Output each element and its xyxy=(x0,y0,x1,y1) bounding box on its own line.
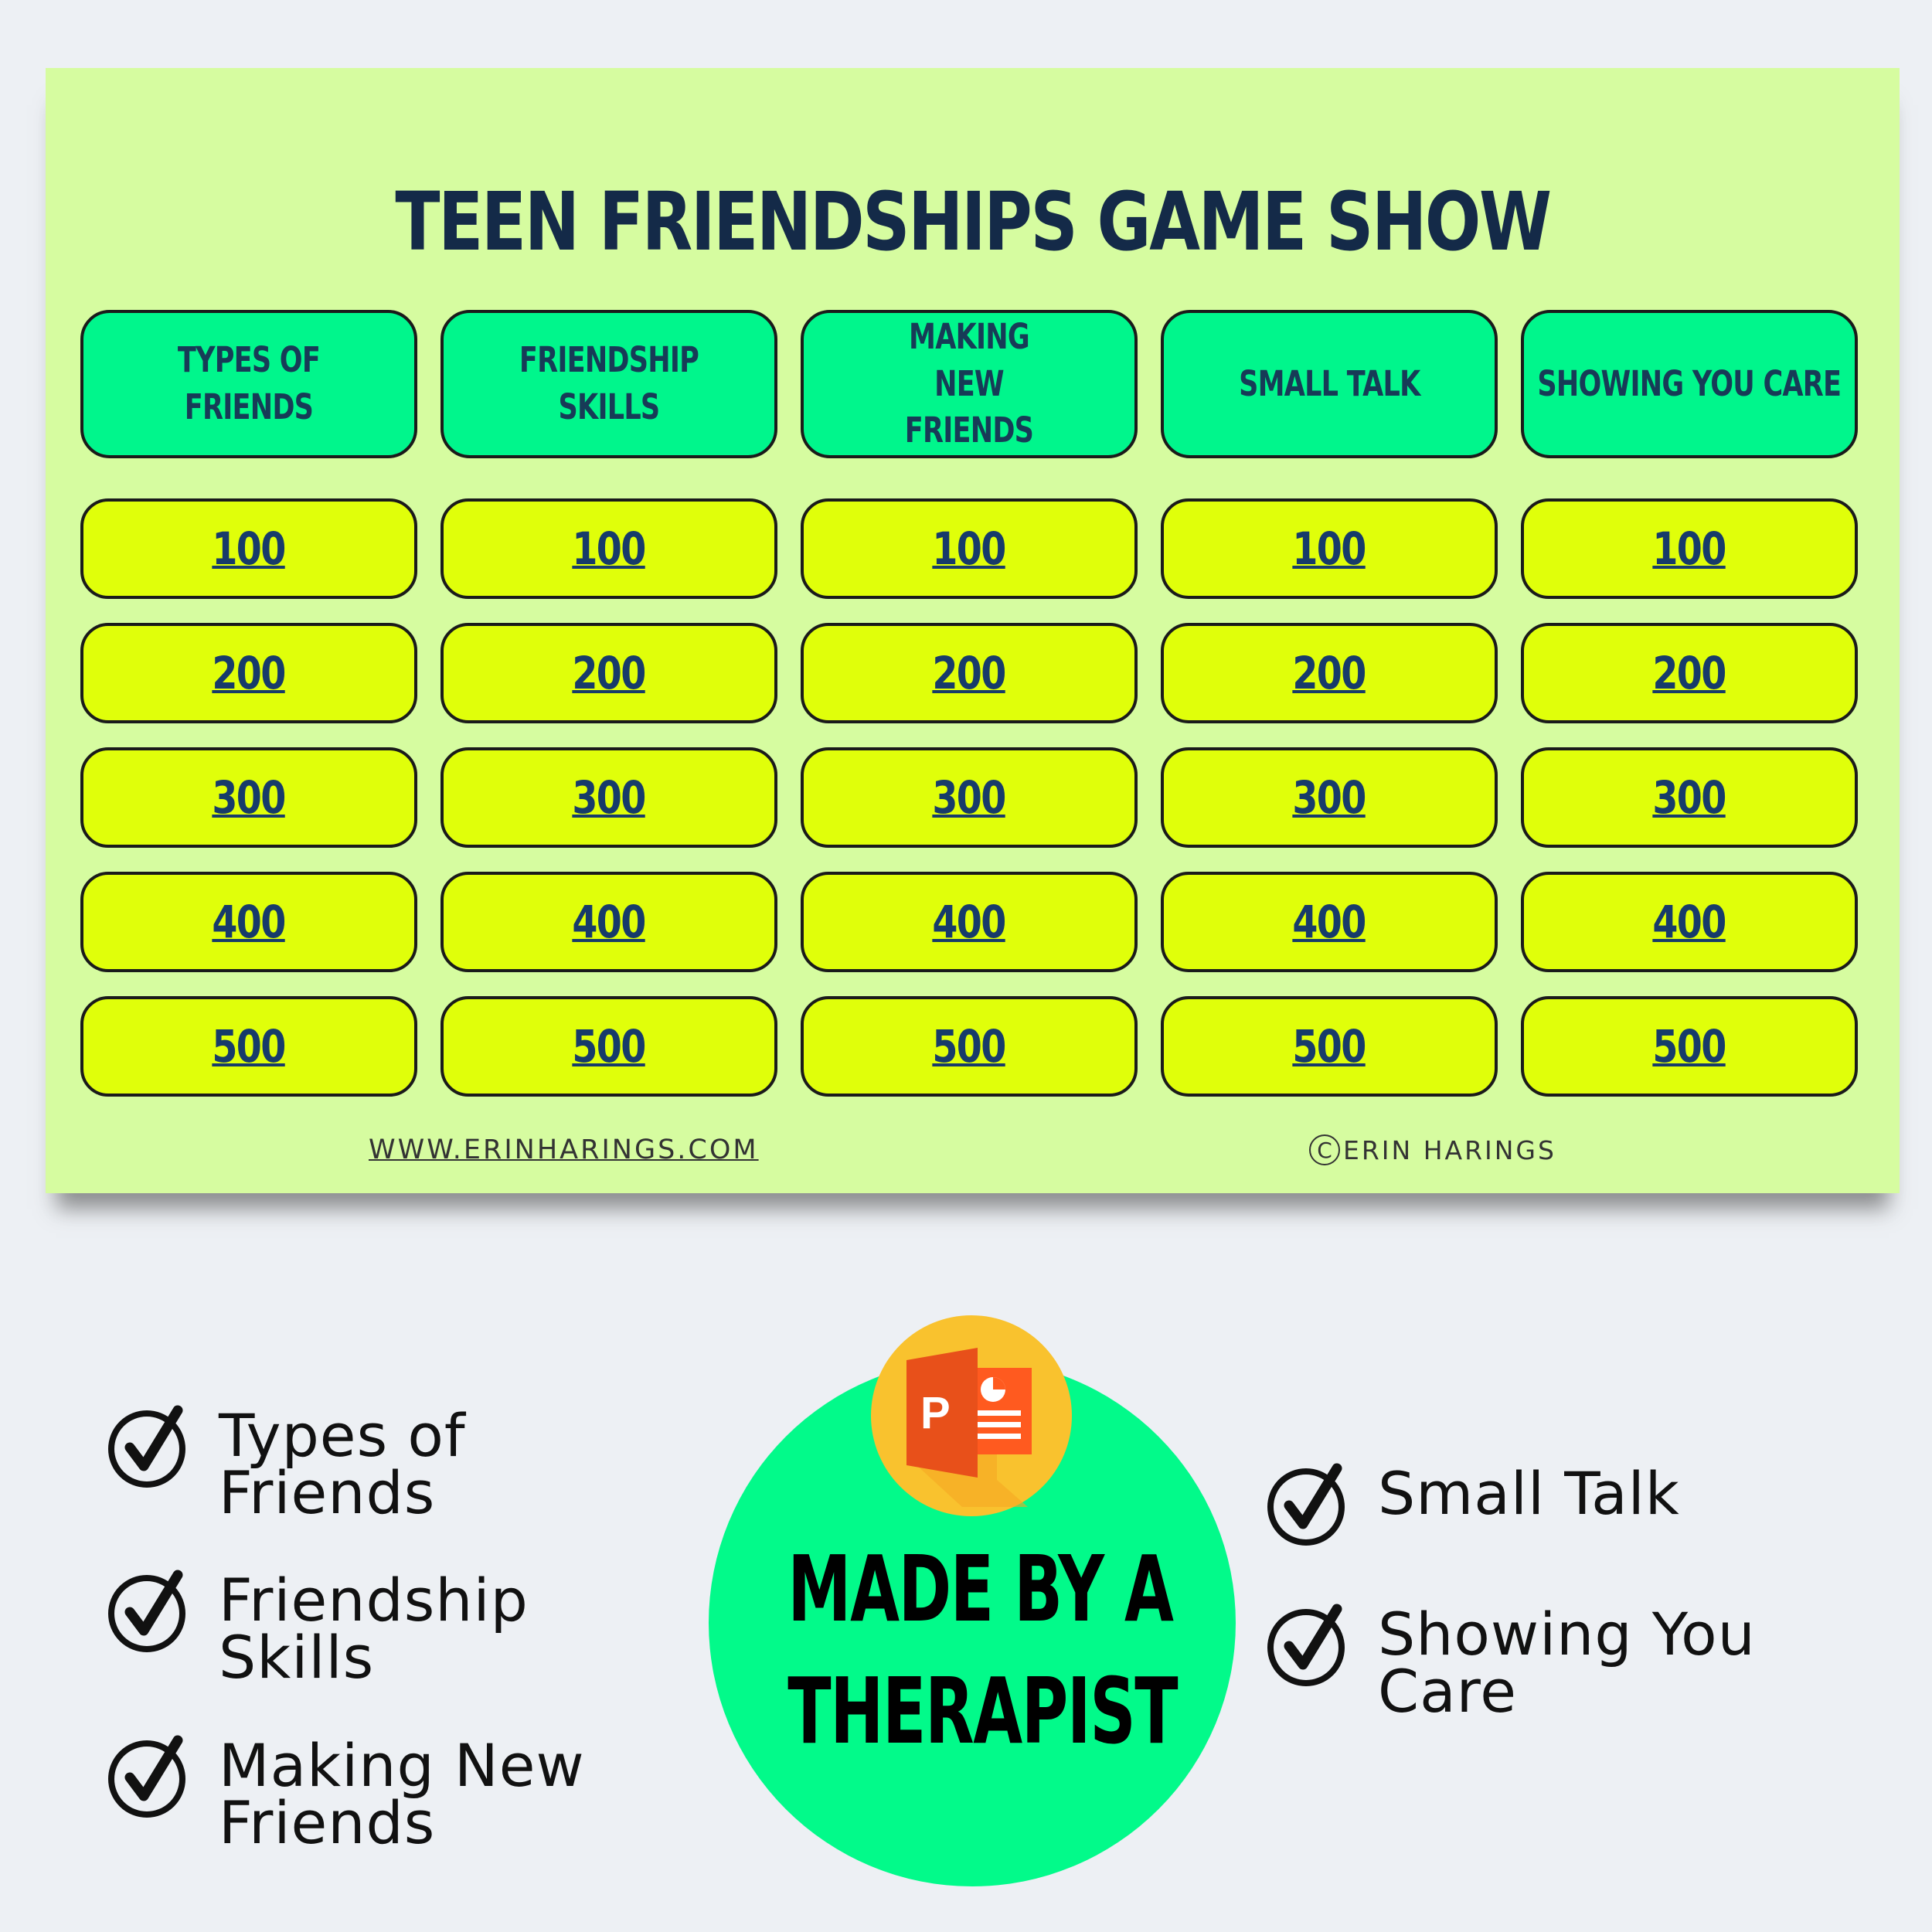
value-tile[interactable]: 200 xyxy=(80,623,417,723)
category-label: MAKING NEW FRIENDS xyxy=(904,315,1034,451)
value-tile[interactable]: 500 xyxy=(1521,996,1858,1097)
badge-text: MADE BY A THERAPIST xyxy=(709,1528,1236,1772)
value-label: 300 xyxy=(212,771,287,824)
value-tile[interactable]: 400 xyxy=(801,872,1138,972)
value-tile[interactable]: 300 xyxy=(80,747,417,848)
value-tile[interactable]: 200 xyxy=(1521,623,1858,723)
value-label: 500 xyxy=(1292,1020,1367,1073)
value-label: 200 xyxy=(1652,647,1727,699)
value-label: 200 xyxy=(572,647,647,699)
category-header[interactable]: SMALL TALK xyxy=(1161,310,1498,458)
value-label: 400 xyxy=(572,896,647,948)
value-tile[interactable]: 400 xyxy=(80,872,417,972)
value-label: 300 xyxy=(932,771,1007,824)
value-tile[interactable]: 100 xyxy=(1161,498,1498,599)
category-header[interactable]: TYPES OF FRIENDS xyxy=(80,310,417,458)
badge-line-1: MADE BY A xyxy=(787,1536,1174,1642)
website-link[interactable]: WWW.ERINHARINGS.COM xyxy=(369,1134,759,1165)
value-label: 100 xyxy=(572,522,647,575)
value-tile[interactable]: 100 xyxy=(440,498,777,599)
feature-label: Making New Friends xyxy=(219,1731,585,1857)
value-tile[interactable]: 400 xyxy=(1161,872,1498,972)
feature-item: Friendship Skills xyxy=(107,1566,651,1692)
category-column: SHOWING YOU CARE 100 200 300 400 500 xyxy=(1521,310,1858,1121)
category-column: MAKING NEW FRIENDS 100 200 300 400 500 xyxy=(801,310,1138,1121)
game-board-slide: TEEN FRIENDSHIPS GAME SHOW TYPES OF FRIE… xyxy=(46,68,1900,1193)
value-label: 400 xyxy=(212,896,287,948)
value-label: 400 xyxy=(932,896,1007,948)
badge-line-2: THERAPIST xyxy=(787,1658,1178,1764)
value-label: 100 xyxy=(1652,522,1727,575)
category-label: TYPES OF FRIENDS xyxy=(177,339,321,427)
copyright-icon: C xyxy=(1309,1134,1340,1165)
value-label: 500 xyxy=(932,1020,1007,1073)
value-tile[interactable]: 300 xyxy=(1521,747,1858,848)
category-header[interactable]: MAKING NEW FRIENDS xyxy=(801,310,1138,458)
value-tile[interactable]: 500 xyxy=(1161,996,1498,1097)
value-label: 100 xyxy=(932,522,1007,575)
feature-label: Small Talk xyxy=(1378,1459,1680,1528)
value-tile[interactable]: 200 xyxy=(440,623,777,723)
therapist-badge: MADE BY A THERAPIST xyxy=(709,1359,1236,1886)
feature-item: Types of Friends xyxy=(107,1403,651,1522)
checkmark-icon xyxy=(108,1735,185,1818)
value-tile[interactable]: 200 xyxy=(1161,623,1498,723)
category-column: SMALL TALK 100 200 300 400 500 xyxy=(1161,310,1498,1121)
checkmark-icon xyxy=(1267,1604,1345,1686)
value-label: 100 xyxy=(1292,522,1367,575)
checkmark-icon xyxy=(108,1570,185,1652)
feature-label: Friendship Skills xyxy=(219,1566,529,1692)
value-label: 300 xyxy=(572,771,647,824)
value-tile[interactable]: 200 xyxy=(801,623,1138,723)
value-tile[interactable]: 300 xyxy=(440,747,777,848)
value-tile[interactable]: 400 xyxy=(1521,872,1858,972)
value-label: 500 xyxy=(1652,1020,1727,1073)
value-tile[interactable]: 500 xyxy=(801,996,1138,1097)
value-tile[interactable]: 400 xyxy=(440,872,777,972)
value-tile[interactable]: 100 xyxy=(801,498,1138,599)
feature-item: Showing You Care xyxy=(1266,1600,1826,1726)
category-label: FRIENDSHIP SKILLS xyxy=(519,339,699,427)
checkmark-icon xyxy=(108,1405,185,1488)
value-label: 500 xyxy=(212,1020,287,1073)
copyright-notice: C ERIN HARINGS xyxy=(1309,1134,1556,1165)
value-tile[interactable]: 300 xyxy=(801,747,1138,848)
value-tile[interactable]: 500 xyxy=(440,996,777,1097)
category-label: SMALL TALK xyxy=(1238,362,1420,404)
value-label: 300 xyxy=(1292,771,1367,824)
value-label: 100 xyxy=(212,522,287,575)
value-tile[interactable]: 500 xyxy=(80,996,417,1097)
value-tile[interactable]: 300 xyxy=(1161,747,1498,848)
feature-item: Small Talk xyxy=(1266,1461,1680,1546)
value-label: 200 xyxy=(932,647,1007,699)
value-tile[interactable]: 100 xyxy=(80,498,417,599)
category-column: FRIENDSHIP SKILLS 100 200 300 400 500 xyxy=(440,310,777,1121)
checkmark-icon xyxy=(1267,1463,1345,1546)
value-label: 200 xyxy=(1292,647,1367,699)
value-label: 200 xyxy=(212,647,287,699)
category-header[interactable]: SHOWING YOU CARE xyxy=(1521,310,1858,458)
value-label: 300 xyxy=(1652,771,1727,824)
category-label: SHOWING YOU CARE xyxy=(1537,362,1842,404)
category-column: TYPES OF FRIENDS 100 200 300 400 500 xyxy=(80,310,417,1121)
category-header[interactable]: FRIENDSHIP SKILLS xyxy=(440,310,777,458)
copyright-name: ERIN HARINGS xyxy=(1343,1134,1556,1165)
value-label: 400 xyxy=(1652,896,1727,948)
value-label: 500 xyxy=(572,1020,647,1073)
game-grid: TYPES OF FRIENDS 100 200 300 400 500 FRI… xyxy=(80,310,1858,1121)
svg-text:P: P xyxy=(920,1388,951,1438)
feature-item: Making New Friends xyxy=(107,1733,651,1852)
powerpoint-icon: P xyxy=(871,1315,1072,1516)
feature-label: Types of Friends xyxy=(219,1401,466,1527)
value-label: 400 xyxy=(1292,896,1367,948)
value-tile[interactable]: 100 xyxy=(1521,498,1858,599)
game-title: TEEN FRIENDSHIPS GAME SHOW xyxy=(395,175,1552,269)
feature-label: Showing You Care xyxy=(1378,1600,1756,1726)
